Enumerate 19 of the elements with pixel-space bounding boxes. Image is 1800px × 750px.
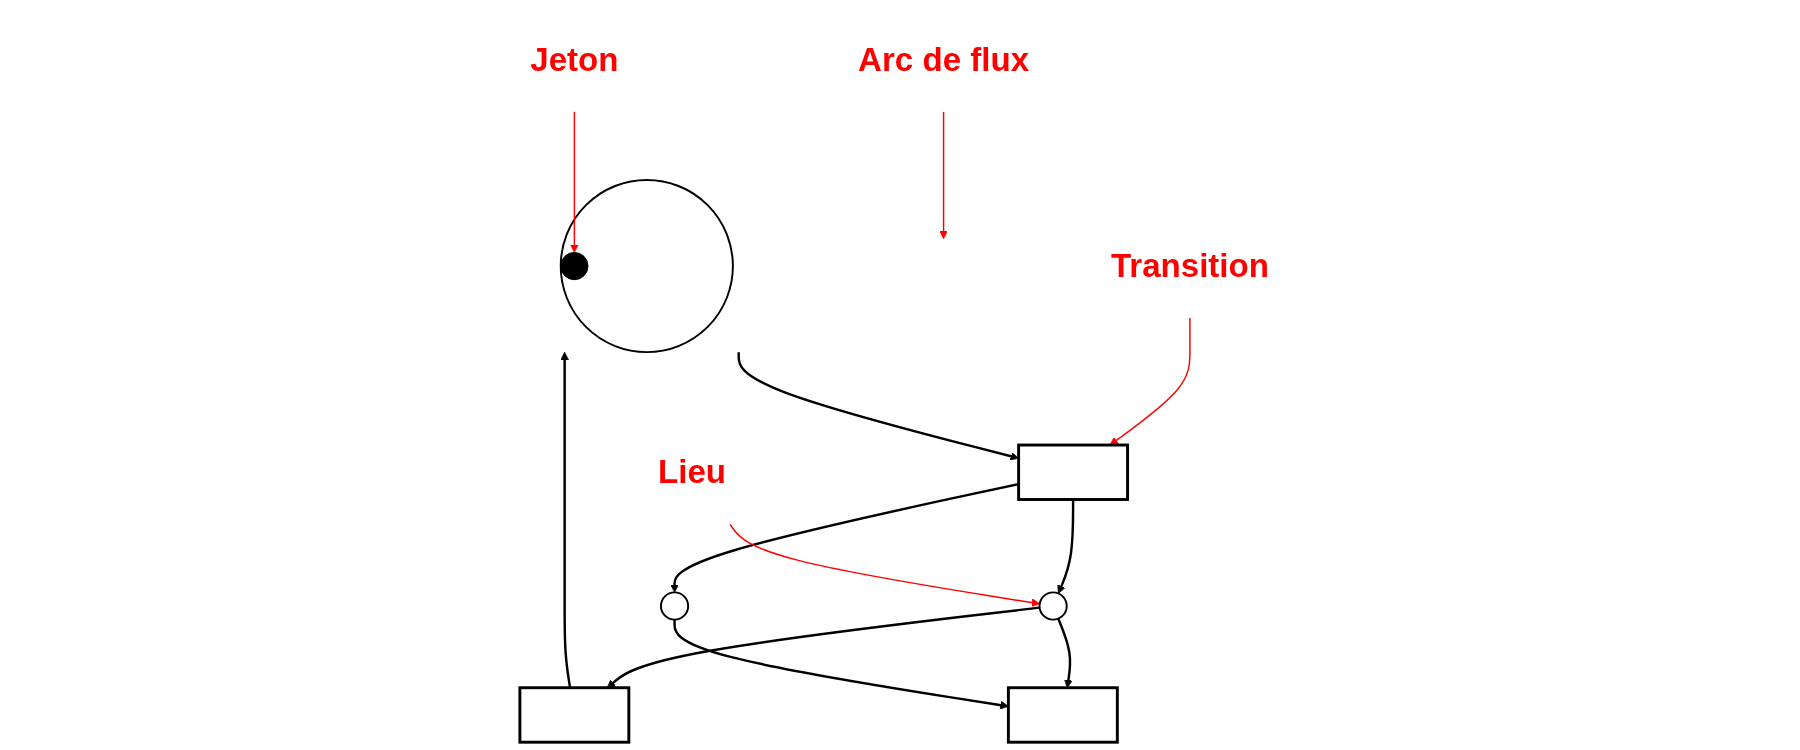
transition-bar (1007, 686, 1120, 744)
leader-line (1110, 317, 1192, 446)
arc-arrow (670, 482, 1020, 593)
leader-line (939, 111, 949, 240)
arc-arrow (560, 351, 572, 688)
place-circle (660, 591, 690, 621)
leader-line (570, 111, 580, 253)
annotation-label: Arc de flux (858, 40, 1030, 78)
annotation-label: Jeton (530, 40, 619, 78)
arc-arrow (737, 352, 1020, 461)
annotation-label: Transition (1111, 247, 1270, 285)
transition-bar (1017, 443, 1130, 501)
arc-arrow (1057, 499, 1075, 594)
place-circle (560, 179, 735, 354)
leader-line (729, 523, 1041, 607)
place-circle (1038, 591, 1069, 621)
transition-bar (518, 686, 631, 744)
annotation-label: Lieu (658, 453, 727, 491)
token-dot (560, 251, 589, 281)
